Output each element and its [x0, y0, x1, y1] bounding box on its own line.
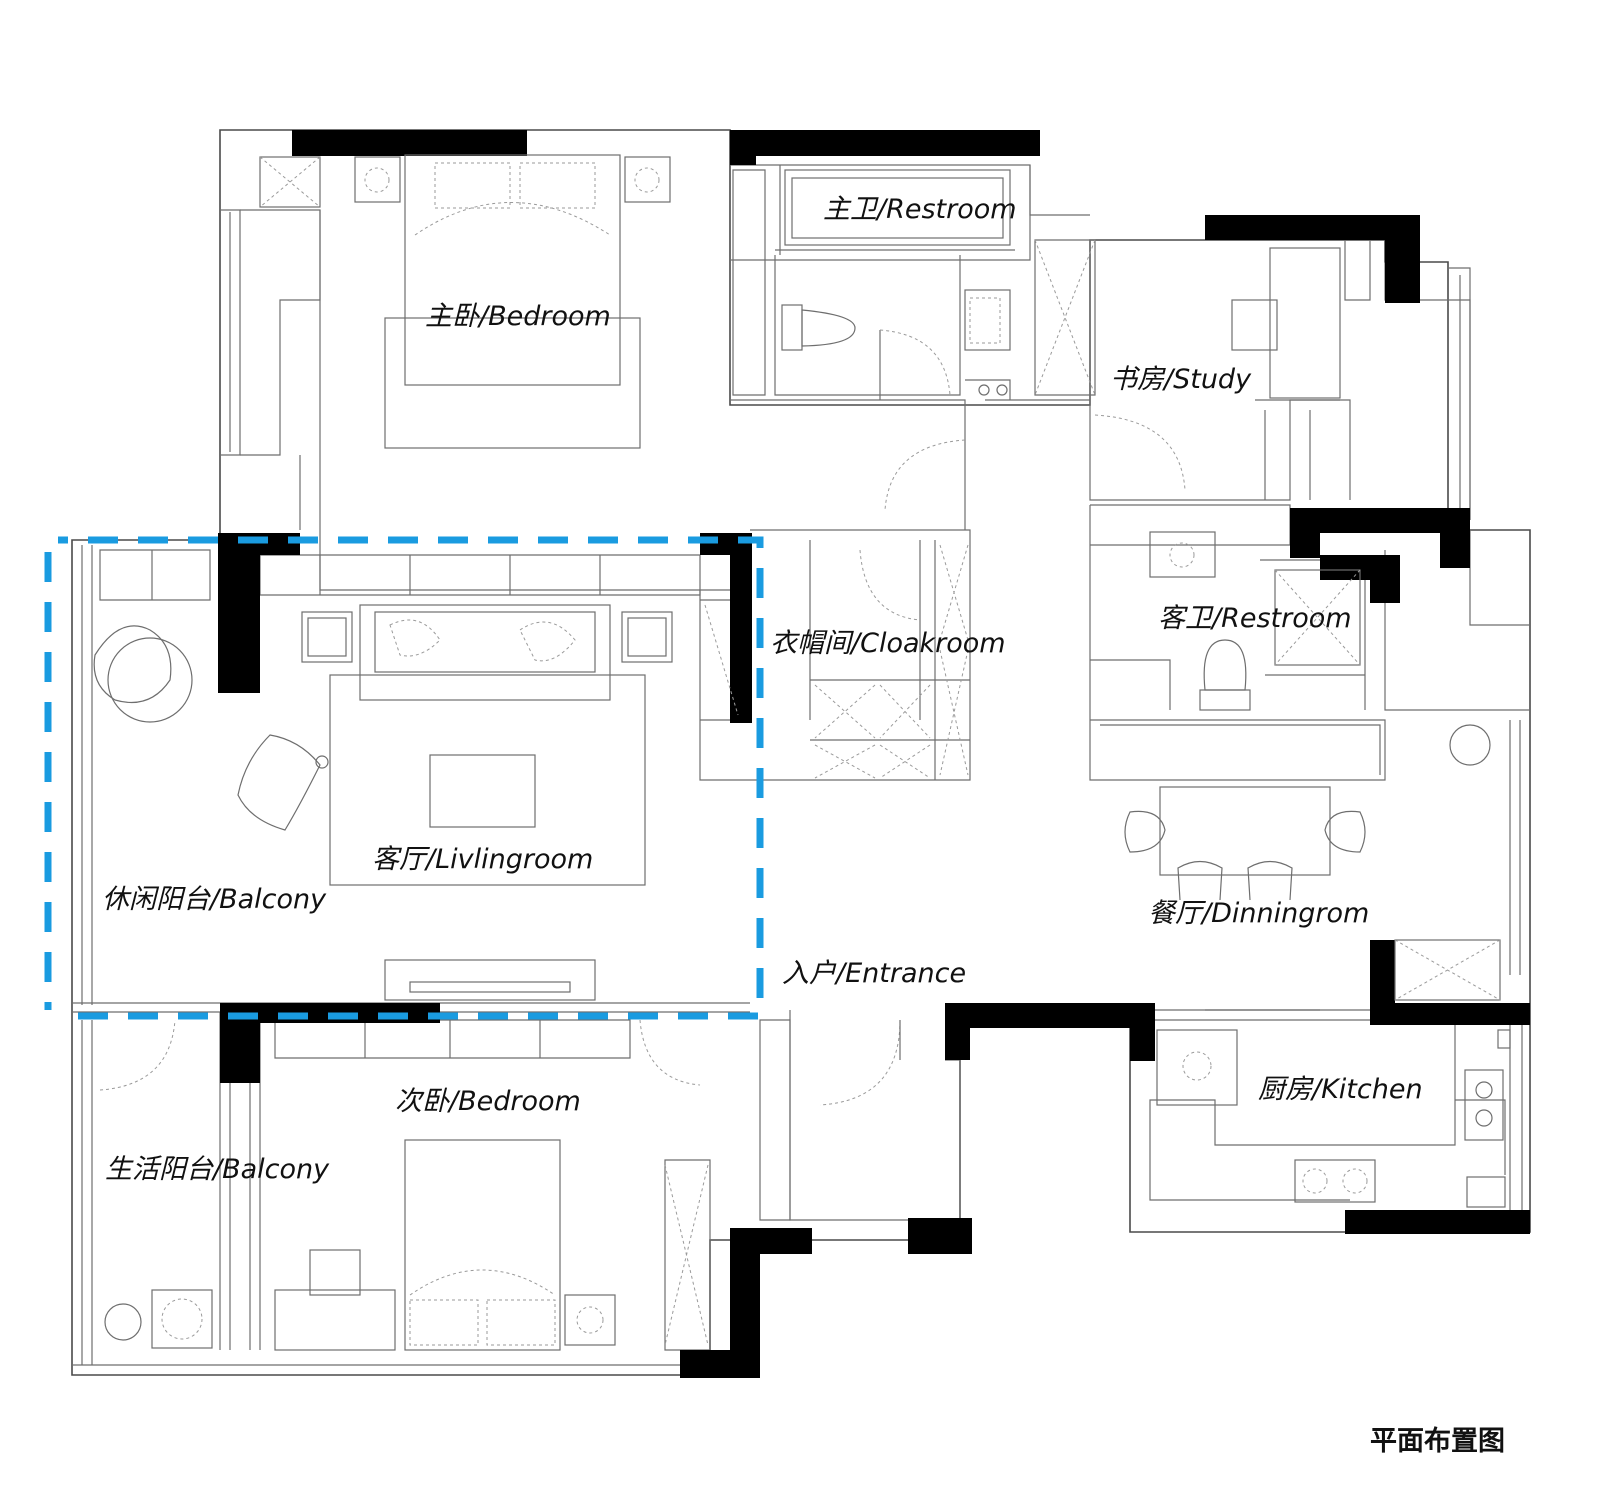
plan-title: 平面布置图 — [1370, 1426, 1505, 1457]
kitchen-sink — [1464, 1029, 1511, 1208]
washing-machine-icon — [104, 1289, 213, 1349]
master-restroom-label: 主卫/Restroom — [823, 194, 1017, 225]
entrance-door-swing — [819, 1019, 901, 1106]
outer-outline — [71, 129, 1531, 1376]
master-bedroom-label: 主卧/Bedroom — [425, 301, 611, 332]
cloakroom-label: 衣帽间/Cloakroom — [770, 628, 1006, 659]
fridge-icon — [1394, 939, 1501, 1001]
bed-icon — [384, 154, 641, 449]
second-nightstand — [564, 1294, 616, 1346]
door-swing-icon — [879, 329, 951, 396]
shower-icon — [1274, 569, 1361, 666]
second-bed — [404, 1139, 561, 1351]
desk-icon — [1034, 239, 1341, 399]
plant-icon — [1449, 724, 1491, 766]
diningroom-label: 餐厅/Dinningrom — [1148, 898, 1369, 929]
coffee-table — [429, 754, 536, 828]
cloakroom-shelves — [704, 544, 969, 779]
dining-table-icon — [1124, 786, 1366, 901]
cloakroom-inner-swing — [859, 549, 921, 621]
washbasin-icon — [964, 289, 1011, 396]
nightstand-left — [354, 156, 401, 203]
second-wardrobe — [664, 1164, 709, 1346]
second-desk — [274, 1249, 396, 1351]
armchair-icon — [93, 625, 329, 831]
side-table-right — [621, 611, 673, 663]
nightstand-right — [624, 156, 671, 203]
kitchen-label: 厨房/Kitchen — [1258, 1074, 1423, 1105]
entrance-label: 入户/Entrance — [782, 958, 966, 989]
guest-toilet — [1199, 639, 1251, 711]
rug — [329, 674, 646, 886]
leisure-balcony-label: 休闲阳台/Balcony — [102, 884, 327, 915]
cloakroom-door-swing — [884, 439, 966, 511]
study-label: 书房/Study — [1110, 364, 1252, 395]
tv-cabinet — [384, 959, 596, 1001]
guest-restroom-label: 客卫/Restroom — [1158, 603, 1352, 634]
toilet-icon — [781, 304, 856, 351]
kitchen-fridge — [1156, 1029, 1238, 1106]
wardrobe-icon — [259, 156, 321, 208]
sofa-icon — [359, 604, 611, 701]
second-bedroom-label: 次卧/Bedroom — [395, 1086, 581, 1117]
interior-partitions — [99, 164, 1530, 1351]
bathtub-icon — [784, 169, 1011, 246]
balcony-door-swing — [99, 1019, 176, 1091]
service-balcony-label: 生活阳台/Balcony — [105, 1154, 330, 1185]
livingroom-label: 客厅/Livlingroom — [372, 844, 593, 875]
open-plan-highlight — [44, 536, 764, 1020]
cooktop-icon — [1294, 1159, 1376, 1203]
structural-walls — [218, 130, 1530, 1378]
guest-washbasin — [1149, 531, 1216, 578]
side-table-left — [301, 611, 353, 663]
second-door-swing — [639, 1019, 701, 1086]
study-door-swing — [1094, 414, 1186, 491]
